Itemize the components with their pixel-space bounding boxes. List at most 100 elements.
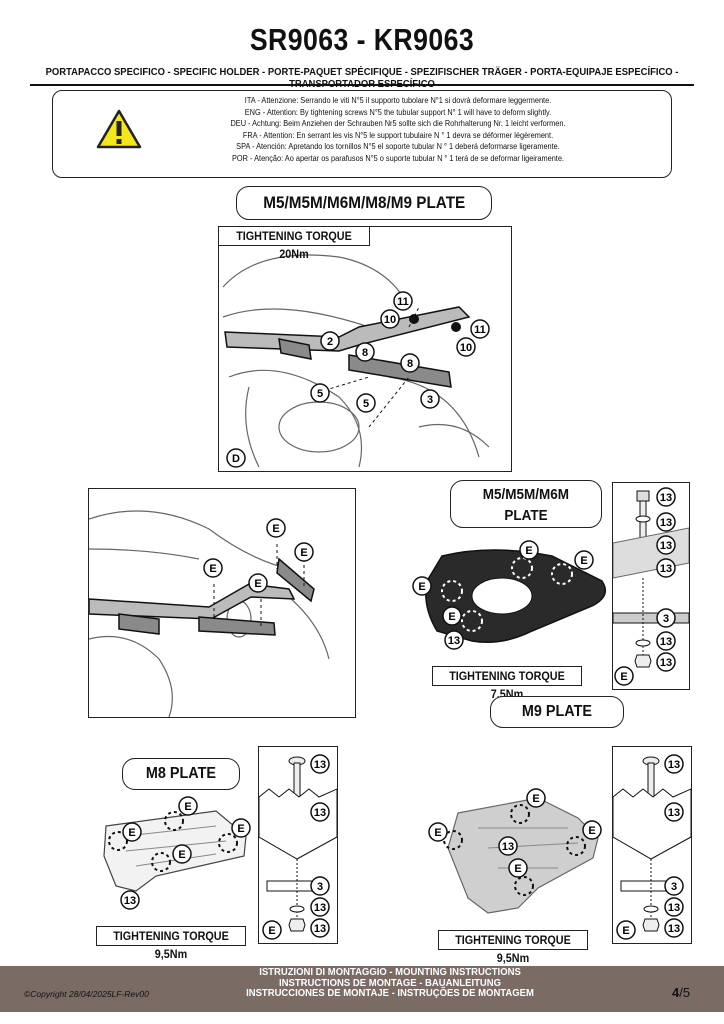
m5-side-13e: 13 — [656, 631, 676, 651]
svg-text:13: 13 — [660, 657, 672, 669]
svg-text:E: E — [184, 801, 191, 813]
warning-line-por: POR - Atenção: Ao apertar os parafusos N… — [232, 153, 564, 163]
svg-text:13: 13 — [668, 807, 680, 819]
warning-box — [52, 90, 672, 178]
warning-line-fra: FRA - Attention: En serrant les vis N°5 … — [242, 130, 554, 140]
footer-bar — [0, 966, 724, 1012]
m8-side-13a: 13 — [310, 754, 330, 774]
svg-text:E: E — [209, 563, 216, 575]
svg-text:E: E — [448, 611, 455, 623]
m9-callout-e3: E — [428, 822, 448, 842]
svg-text:E: E — [418, 581, 425, 593]
header-divider — [30, 84, 694, 86]
svg-text:13: 13 — [124, 895, 136, 907]
m9-side-13b: 13 — [664, 802, 684, 822]
svg-text:13: 13 — [668, 923, 680, 935]
torque-label-20nm: TIGHTENING TORQUE 20Nm — [219, 227, 370, 261]
m8-callout-e3: E — [122, 822, 142, 842]
copyright-text: ©Copyright 28/04/2025LF-Rev00 — [24, 989, 149, 999]
svg-text:8: 8 — [362, 347, 368, 359]
m5-callout-e4: E — [442, 606, 462, 626]
page-title: SR9063 - KR9063 — [249, 22, 475, 57]
svg-text:5: 5 — [363, 398, 369, 410]
m5-side-13f: 13 — [656, 652, 676, 672]
callout-e3: E — [266, 518, 286, 538]
callout-11b: 11 — [470, 319, 490, 339]
m5-side-e: E — [614, 666, 634, 686]
svg-text:E: E — [620, 671, 627, 683]
plate-label-m5: M5/M5M/M6M PLATE — [450, 480, 602, 528]
m8-side-13b: 13 — [310, 802, 330, 822]
page-total: /5 — [679, 985, 691, 1000]
m8-callout-e4: E — [172, 844, 192, 864]
svg-text:E: E — [128, 827, 135, 839]
page-subtitle: PORTAPACCO SPECIFICO - SPECIFIC HOLDER -… — [45, 66, 679, 90]
m8-plate-callouts: E E E E 13 — [120, 796, 251, 910]
callout-e4: E — [294, 542, 314, 562]
svg-text:E: E — [588, 825, 595, 837]
callout-e2: E — [248, 573, 268, 593]
svg-text:E: E — [300, 547, 307, 559]
svg-text:2: 2 — [327, 336, 333, 348]
svg-text:8: 8 — [407, 358, 413, 370]
plate-label-m8: M8 PLATE — [122, 758, 240, 790]
footer-line-1: ISTRUZIONI DI MONTAGGIO - MOUNTING INSTR… — [259, 967, 521, 978]
svg-text:E: E — [580, 555, 587, 567]
m5-side-3: 3 — [656, 608, 676, 628]
m5-plate-callouts: E E E E 13 — [412, 540, 594, 650]
svg-text:13: 13 — [660, 517, 672, 529]
m5-callout-e1: E — [519, 540, 539, 560]
figure-1-callouts: 11 10 11 10 2 8 8 5 5 3 D — [226, 291, 490, 468]
figure-2-bracket-side — [88, 510, 330, 718]
svg-text:13: 13 — [660, 563, 672, 575]
svg-text:E: E — [268, 925, 275, 937]
m5-callout-e3: E — [412, 576, 432, 596]
svg-text:3: 3 — [663, 613, 669, 625]
m8-side-3: 3 — [310, 876, 330, 896]
m8-side-13d: 13 — [310, 918, 330, 938]
page-number: 4/5 — [672, 985, 690, 1000]
m8-callout-13: 13 — [120, 890, 140, 910]
callout-2: 2 — [320, 331, 340, 351]
warning-triangle-icon — [96, 109, 142, 149]
svg-text:13: 13 — [314, 759, 326, 771]
m9-callout-e4: E — [508, 858, 528, 878]
callout-8a: 8 — [355, 342, 375, 362]
warning-line-eng: ENG - Attention: By tightening screws N°… — [244, 107, 552, 117]
callout-e1: E — [203, 558, 223, 578]
svg-text:13: 13 — [660, 636, 672, 648]
svg-text:E: E — [532, 793, 539, 805]
callout-11a: 11 — [393, 291, 413, 311]
m9-callout-e2: E — [582, 820, 602, 840]
callout-10b: 10 — [456, 337, 476, 357]
svg-text:E: E — [237, 823, 244, 835]
warning-text: ITA - Attenzione: Serrando le viti N°5 i… — [168, 95, 628, 165]
m5-side-13d: 13 — [656, 558, 676, 578]
svg-text:E: E — [434, 827, 441, 839]
page-current: 4 — [672, 985, 680, 1000]
m5-plate-drawing — [425, 549, 607, 643]
m5-callout-e2: E — [574, 550, 594, 570]
svg-text:10: 10 — [460, 342, 472, 354]
svg-text:3: 3 — [427, 394, 433, 406]
svg-text:13: 13 — [448, 635, 460, 647]
figure-1-bracket-assembly — [222, 254, 490, 468]
footer-titles: ISTRUZIONI DI MONTAGGIO - MOUNTING INSTR… — [200, 967, 580, 1000]
footer-line-2: INSTRUCTIONS DE MONTAGE - BAUANLEITUNG — [278, 977, 502, 989]
plate-label-m9: M9 PLATE — [490, 696, 624, 728]
callout-5a: 5 — [310, 383, 330, 403]
svg-text:E: E — [178, 849, 185, 861]
m9-plate-callouts: E E E E 13 — [428, 788, 602, 878]
m9-side-13a: 13 — [664, 754, 684, 774]
m9-side-3: 3 — [664, 876, 684, 896]
m8-torque-label: TIGHTENING TORQUE 9,5Nm — [96, 926, 246, 961]
svg-text:E: E — [272, 523, 279, 535]
svg-text:3: 3 — [317, 881, 323, 893]
svg-text:13: 13 — [668, 759, 680, 771]
m9-side-e: E — [616, 920, 636, 940]
svg-text:11: 11 — [474, 324, 486, 336]
svg-text:E: E — [254, 578, 261, 590]
callout-10a: 10 — [380, 309, 400, 329]
svg-text:13: 13 — [314, 807, 326, 819]
svg-text:E: E — [622, 925, 629, 937]
